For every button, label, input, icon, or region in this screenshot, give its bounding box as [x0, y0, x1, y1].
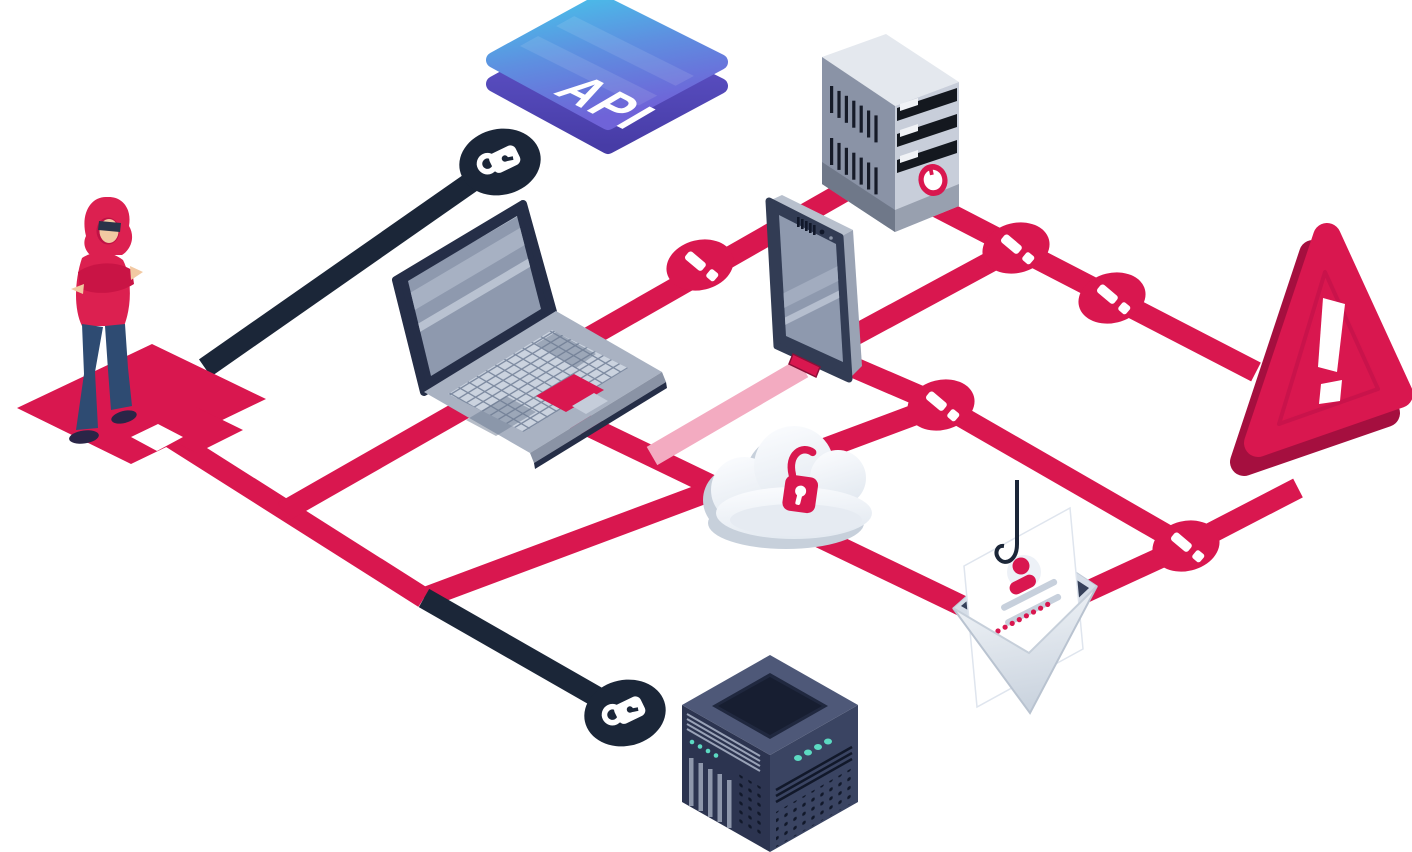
cube-vent-dots [776, 768, 852, 847]
led-lights-icon [689, 738, 832, 761]
smartphone-home-button [788, 352, 821, 379]
line-server-to-triangle [895, 178, 1261, 382]
hacker-figure [69, 196, 143, 444]
smartphone-camera-icon [819, 229, 825, 235]
cloud-unlocked [703, 426, 872, 549]
line-platform-to-junction [164, 428, 430, 607]
database-cube [682, 655, 858, 852]
laptop-trackpad [536, 374, 604, 412]
cube-vent-dots [735, 772, 766, 842]
hacker-mask [98, 221, 121, 232]
smartphone-speaker [797, 217, 816, 235]
phone-trace-line [646, 358, 809, 466]
cube-bars [689, 758, 732, 828]
server-vents [830, 86, 878, 195]
hacker-crossed-arms [78, 263, 134, 293]
exclamation-icon [1318, 298, 1345, 404]
line-junction-to-node [420, 395, 945, 608]
password-dots [995, 601, 1051, 634]
warning-triangle-icon [1230, 223, 1412, 476]
laptop [392, 200, 667, 469]
avatar-icon [1012, 557, 1030, 575]
unlocked-padlock-icon [782, 446, 819, 514]
cube-stripes [686, 713, 761, 772]
server-drive-bays [897, 88, 957, 173]
secured-lines [198, 153, 631, 723]
server-power-button-icon [918, 164, 948, 196]
fishing-hook-icon [994, 480, 1019, 564]
line-junction-to-db-lock [418, 588, 631, 723]
server-tower [822, 34, 959, 232]
smartphone [765, 195, 862, 383]
phishing-email [952, 480, 1098, 715]
api-badge: API [486, 0, 728, 154]
line-node-to-node [935, 395, 1192, 556]
line-hacker-to-api-lock [198, 153, 507, 377]
